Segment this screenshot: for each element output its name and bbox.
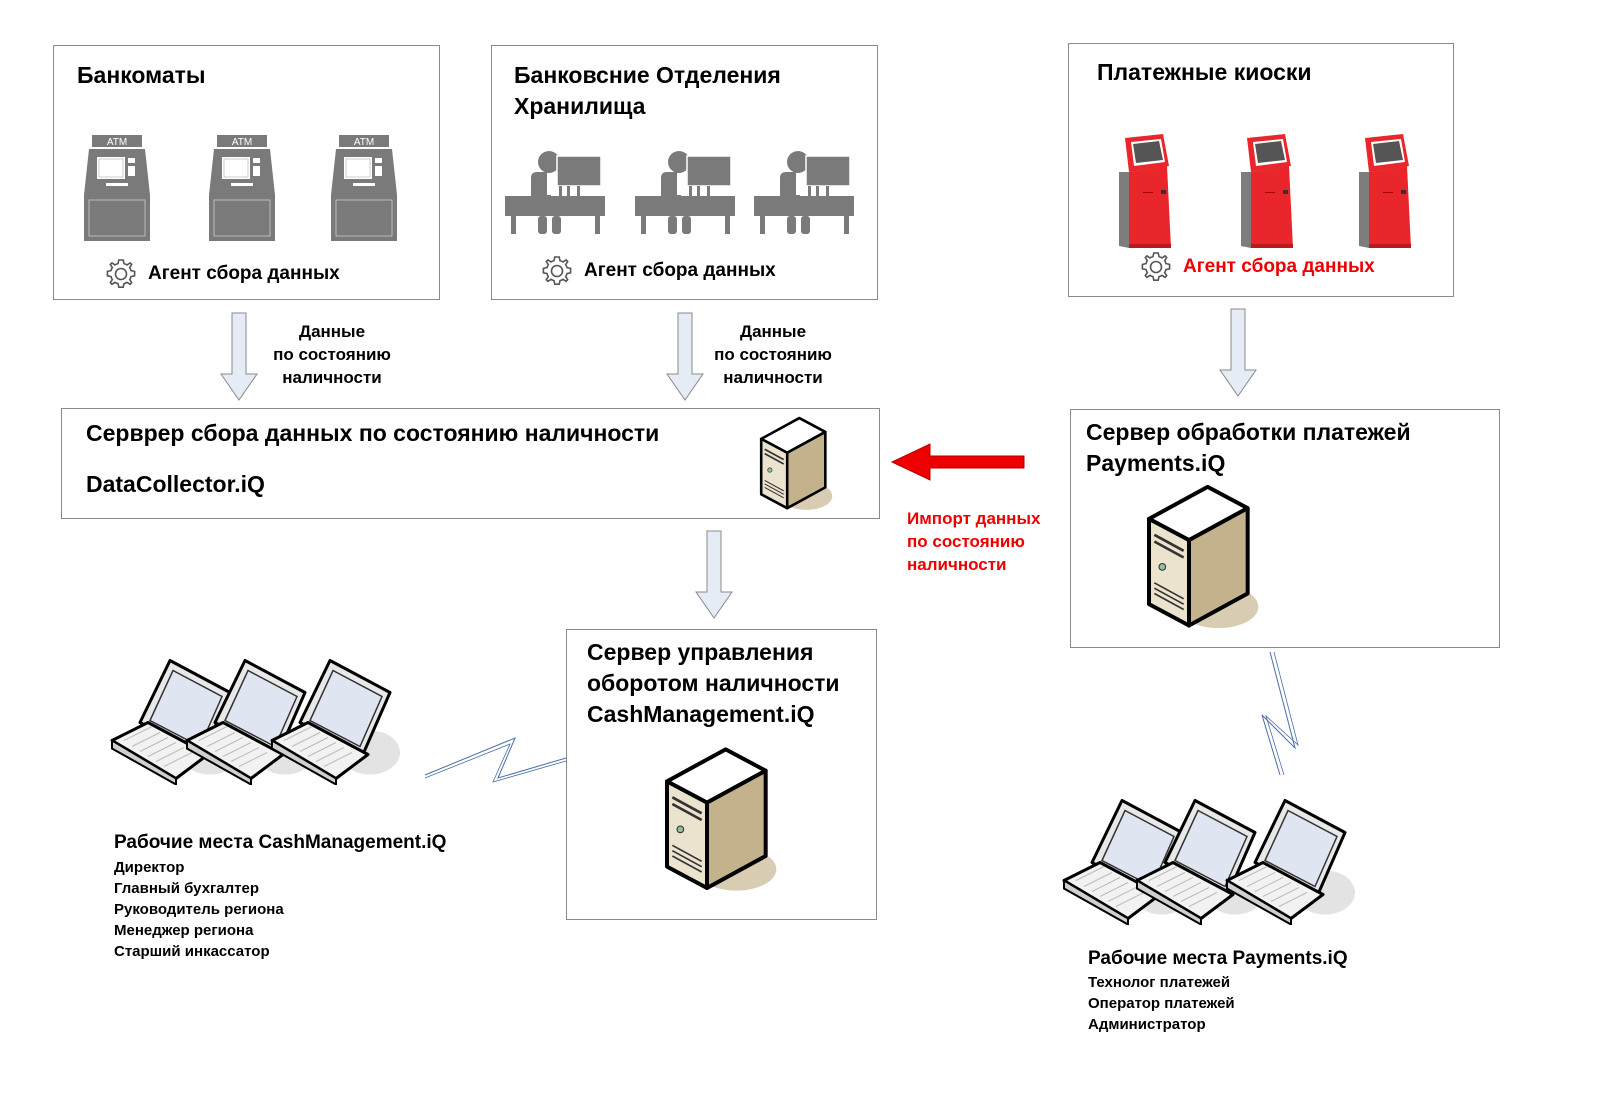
atm-icon [209,135,275,241]
title-line: CashManagement.iQ [587,701,815,727]
role-item: Директор [114,859,185,876]
atm-source-title: Банкоматы [77,62,206,88]
label-line: по состоянию [273,345,391,364]
atm-icon [331,135,397,241]
datacollector-product-name: DataCollector.iQ [86,471,265,497]
title-line: Сервер обработки платежей [1086,419,1411,445]
cashmanagement-server-title: Сервер управления оборотом наличности Ca… [587,637,840,730]
import-arrow-left [890,443,1025,481]
atm-icon [84,135,150,241]
cash-state-data-label: Данные по состоянию наличности [703,320,843,389]
payments-roles-list: Технолог платежей Оператор платежей Адми… [1088,972,1235,1035]
cashmanagement-roles-list: Директор Главный бухгалтер Руководитель … [114,857,284,962]
branch-title-line: Хранилища [514,93,646,119]
cash-state-data-label: Данные по состоянию наличности [262,320,402,389]
payments-server-box: Сервер обработки платежей Payments.iQ [1070,409,1500,648]
gear-icon [1139,250,1173,284]
server-icon [756,415,834,513]
title-line: оборотом наличности [587,670,840,696]
teller-desk-icon [505,150,605,234]
flow-arrow-down [1219,308,1257,397]
branch-title-line: Банковсние Отделения [514,62,781,88]
server-icon [1141,480,1261,635]
flow-arrow-down [695,530,733,619]
wireless-link [1261,651,1299,776]
laptop-icon [1225,790,1355,925]
role-item: Технолог платежей [1088,974,1231,991]
payment-kiosk-icon [1357,132,1417,250]
agent-label: Агент сбора данных [584,260,776,281]
server-icon [659,740,779,900]
data-collection-agent: Агент сбора данных [540,254,776,288]
title-line: Payments.iQ [1086,450,1226,476]
kiosk-source-title: Платежные киоски [1097,59,1312,85]
agent-label: Агент сбора данных [1183,256,1375,277]
label-line: Данные [739,322,807,341]
laptop-icon [270,650,400,785]
teller-desk-icon [754,150,854,234]
payment-kiosk-icon [1239,132,1299,250]
flow-arrow-down [220,312,258,401]
label-line: Данные [298,322,366,341]
cashmanagement-server-box: Сервер управления оборотом наличности Ca… [566,629,877,920]
data-collection-agent: Агент сбора данных [1139,250,1375,284]
role-item: Менеджер региона [114,922,254,939]
role-item: Старший инкассатор [114,943,270,960]
gear-icon [540,254,574,288]
label-line: Импорт данных [907,509,1041,528]
role-item: Главный бухгалтер [114,880,260,897]
label-line: по состоянию [714,345,832,364]
datacollector-server-title: Серврер сбора данных по состоянию наличн… [86,420,660,446]
label-line: наличности [723,368,823,387]
label-line: по состоянию [907,532,1025,551]
import-data-label: Импорт данных по состоянию наличности [907,507,1040,576]
kiosk-source-box: Платежные киоски Агент сбора данных [1068,43,1454,297]
payment-kiosk-icon [1117,132,1177,250]
data-collection-agent: Агент сбора данных [104,257,340,291]
role-item: Руководитель региона [114,901,284,918]
label-line: наличности [907,555,1007,574]
atm-source-box: Банкоматы Агент сбора данных [53,45,440,300]
payments-workstations-title: Рабочие места Payments.iQ [1088,948,1348,969]
role-item: Администратор [1088,1016,1206,1033]
label-line: наличности [282,368,382,387]
teller-desk-icon [635,150,735,234]
wireless-link [424,737,567,783]
branch-source-title: Банковсние Отделения Хранилища [514,60,781,122]
role-item: Оператор платежей [1088,995,1235,1012]
gear-icon [104,257,138,291]
payments-server-title: Сервер обработки платежей Payments.iQ [1086,417,1411,479]
title-line: Сервер управления [587,639,814,665]
datacollector-server-box: Серврер сбора данных по состоянию наличн… [61,408,880,519]
flow-arrow-down [666,312,704,401]
branch-source-box: Банковсние Отделения Хранилища Агент сбо… [491,45,878,300]
agent-label: Агент сбора данных [148,263,340,284]
cashmanagement-workstations-title: Рабочие места CashManagement.iQ [114,832,447,853]
